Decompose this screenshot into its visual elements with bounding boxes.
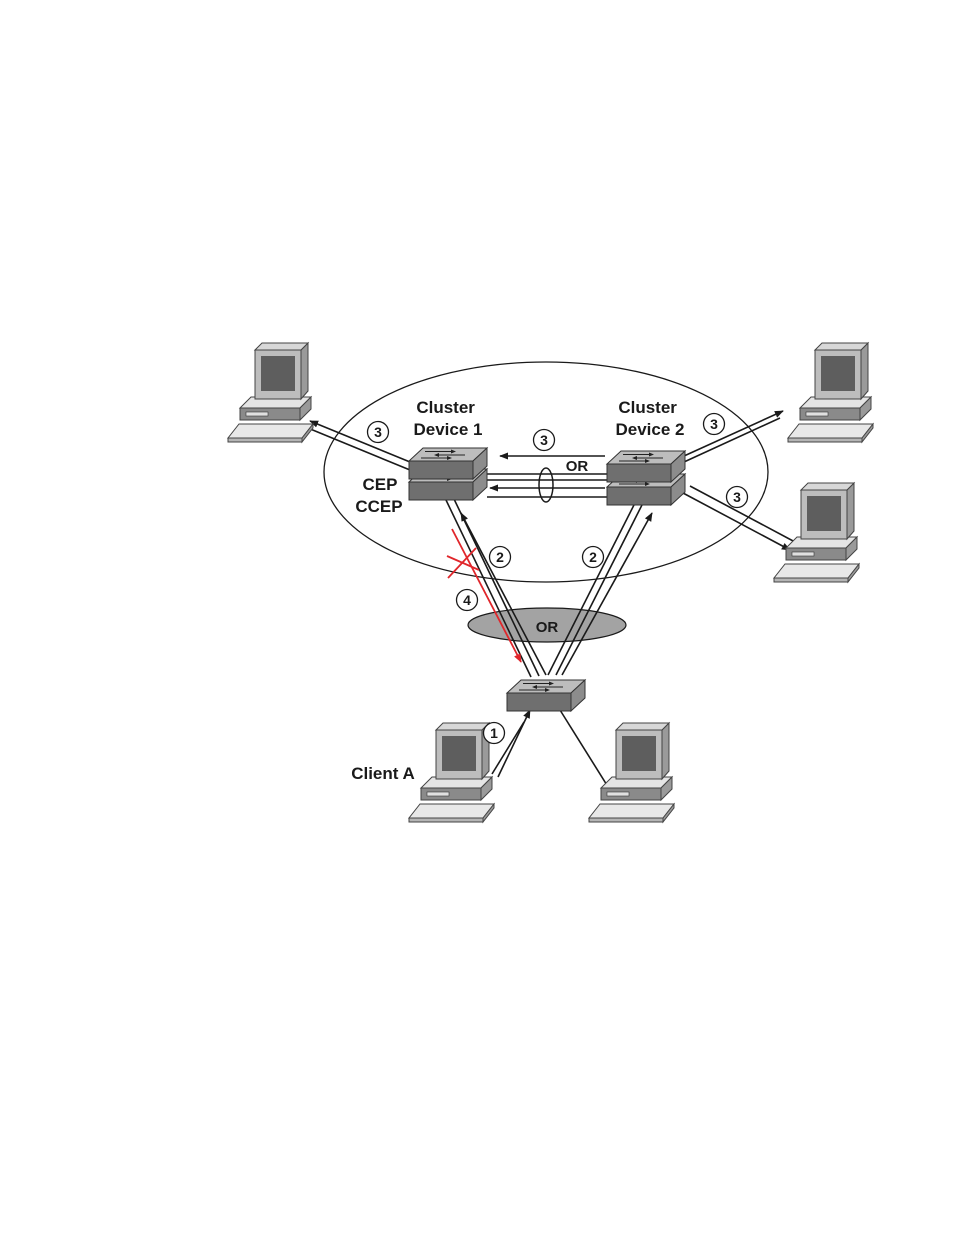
svg-text:1: 1 <box>490 725 498 741</box>
laptop-bottom-right-icon <box>774 483 859 582</box>
cep-label: CEP <box>363 475 398 494</box>
step-2-right-badge: 2 <box>583 547 604 568</box>
svg-text:3: 3 <box>733 489 741 505</box>
svg-text:3: 3 <box>540 432 548 448</box>
uplink-lines <box>446 499 652 677</box>
step-4-badge: 4 <box>457 590 478 611</box>
laptop-client-b-icon <box>589 723 674 822</box>
svg-text:3: 3 <box>710 416 718 432</box>
cluster-device-1-switch <box>409 448 487 500</box>
step-3-top-left-badge: 3 <box>368 422 389 443</box>
or-top-label: OR <box>566 458 589 475</box>
step-2-left-badge: 2 <box>490 547 511 568</box>
ccep-label: CCEP <box>355 497 402 516</box>
step-3-top-right-badge: 3 <box>704 414 725 435</box>
svg-text:2: 2 <box>589 549 597 565</box>
svg-text:3: 3 <box>374 424 382 440</box>
svg-text:2: 2 <box>496 549 504 565</box>
or-bottom-label: OR <box>536 619 559 636</box>
access-switch <box>507 680 585 711</box>
cluster-device-2-label: Cluster Device 2 <box>616 398 685 439</box>
step-3-middle-badge: 3 <box>534 430 555 451</box>
client-b-link <box>560 710 610 790</box>
step-3-bottom-right-badge: 3 <box>727 487 748 508</box>
inter-cluster-links <box>487 456 607 497</box>
step-1-badge: 1 <box>484 723 505 744</box>
laptop-client-a-icon <box>409 723 494 822</box>
laptop-top-left-icon <box>228 343 313 442</box>
client-a-label: Client A <box>351 764 415 783</box>
cluster-device-2-switch <box>607 451 685 505</box>
cluster-device-1-label: Cluster Device 1 <box>414 398 483 439</box>
cluster-boundary-ellipse <box>324 362 768 582</box>
svg-text:4: 4 <box>463 592 471 608</box>
laptop-top-right-icon <box>788 343 873 442</box>
